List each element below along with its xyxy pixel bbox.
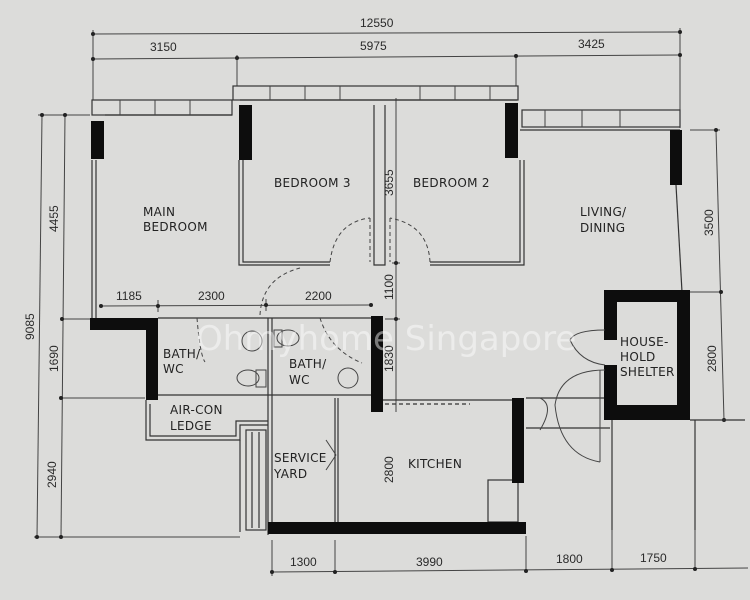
svg-text:DINING: DINING	[580, 221, 625, 235]
svg-text:3990: 3990	[416, 555, 443, 569]
svg-text:BEDROOM: BEDROOM	[143, 220, 208, 234]
svg-text:WC: WC	[163, 362, 184, 376]
door-swings	[196, 217, 606, 471]
svg-text:BEDROOM 2: BEDROOM 2	[413, 176, 490, 190]
svg-text:HOUSE-: HOUSE-	[620, 335, 669, 349]
svg-text:1300: 1300	[290, 555, 317, 569]
svg-text:HOLD: HOLD	[620, 350, 656, 364]
room-service-yard: SERVICE YARD	[273, 451, 327, 481]
svg-text:BATH/: BATH/	[163, 347, 201, 361]
svg-text:SHELTER: SHELTER	[620, 365, 675, 379]
svg-text:YARD: YARD	[273, 467, 307, 481]
room-bedroom-3: BEDROOM 3	[274, 176, 351, 190]
thin-walls	[91, 85, 745, 535]
room-main-bedroom: MAIN BEDROOM	[143, 205, 208, 234]
svg-text:3655: 3655	[382, 169, 396, 196]
svg-text:KITCHEN: KITCHEN	[408, 457, 462, 471]
svg-text:BATH/: BATH/	[289, 357, 327, 371]
watermark: Ohmyhome Singapore	[196, 319, 576, 359]
svg-text:2800: 2800	[705, 345, 719, 372]
svg-text:AIR-CON: AIR-CON	[170, 403, 223, 417]
svg-text:BEDROOM 3: BEDROOM 3	[274, 176, 351, 190]
room-bath-2: BATH/ WC	[289, 357, 327, 387]
dimension-ticks	[35, 30, 726, 574]
window-mullions	[119, 86, 621, 127]
svg-text:12550: 12550	[360, 16, 394, 30]
svg-text:1750: 1750	[640, 551, 667, 565]
room-aircon-ledge: AIR-CON LEDGE	[170, 403, 223, 433]
svg-text:2940: 2940	[45, 461, 59, 488]
svg-text:MAIN: MAIN	[143, 205, 175, 219]
room-bedroom-2: BEDROOM 2	[413, 176, 490, 190]
sanitary-fixtures	[236, 329, 359, 389]
room-living-dining: LIVING/ DINING	[580, 205, 627, 235]
svg-text:2200: 2200	[305, 289, 332, 303]
svg-text:3150: 3150	[150, 40, 177, 54]
room-household-shelter: HOUSE- HOLD SHELTER	[620, 335, 675, 379]
toilet-icon	[276, 329, 300, 347]
svg-text:9085: 9085	[23, 313, 37, 340]
svg-text:LIVING/: LIVING/	[580, 205, 627, 219]
svg-text:WC: WC	[289, 373, 310, 387]
toilet-icon	[236, 369, 260, 387]
svg-text:3425: 3425	[578, 37, 605, 51]
room-labels: MAIN BEDROOM BEDROOM 3 BEDROOM 2 LIVING/…	[143, 176, 675, 481]
basin-icon	[241, 330, 263, 352]
svg-text:2800: 2800	[382, 456, 396, 483]
svg-text:LEDGE: LEDGE	[170, 419, 212, 433]
room-kitchen: KITCHEN	[408, 457, 462, 471]
room-bath-1: BATH/ WC	[163, 347, 201, 376]
structural-walls	[90, 103, 690, 534]
svg-text:5975: 5975	[360, 39, 387, 53]
svg-text:SERVICE: SERVICE	[274, 451, 327, 465]
svg-text:1690: 1690	[47, 345, 61, 372]
svg-text:3500: 3500	[702, 209, 716, 236]
svg-text:1830: 1830	[382, 345, 396, 372]
svg-text:1100: 1100	[382, 274, 396, 300]
basin-icon	[337, 367, 359, 389]
svg-text:4455: 4455	[47, 205, 61, 232]
svg-text:2300: 2300	[198, 289, 225, 303]
svg-text:1185: 1185	[116, 289, 142, 303]
svg-text:1800: 1800	[556, 552, 583, 566]
dimension-lines	[34, 28, 749, 576]
dimension-labels: 12550 3150 5975 3425 9085 4455 1690 2940…	[23, 16, 719, 569]
